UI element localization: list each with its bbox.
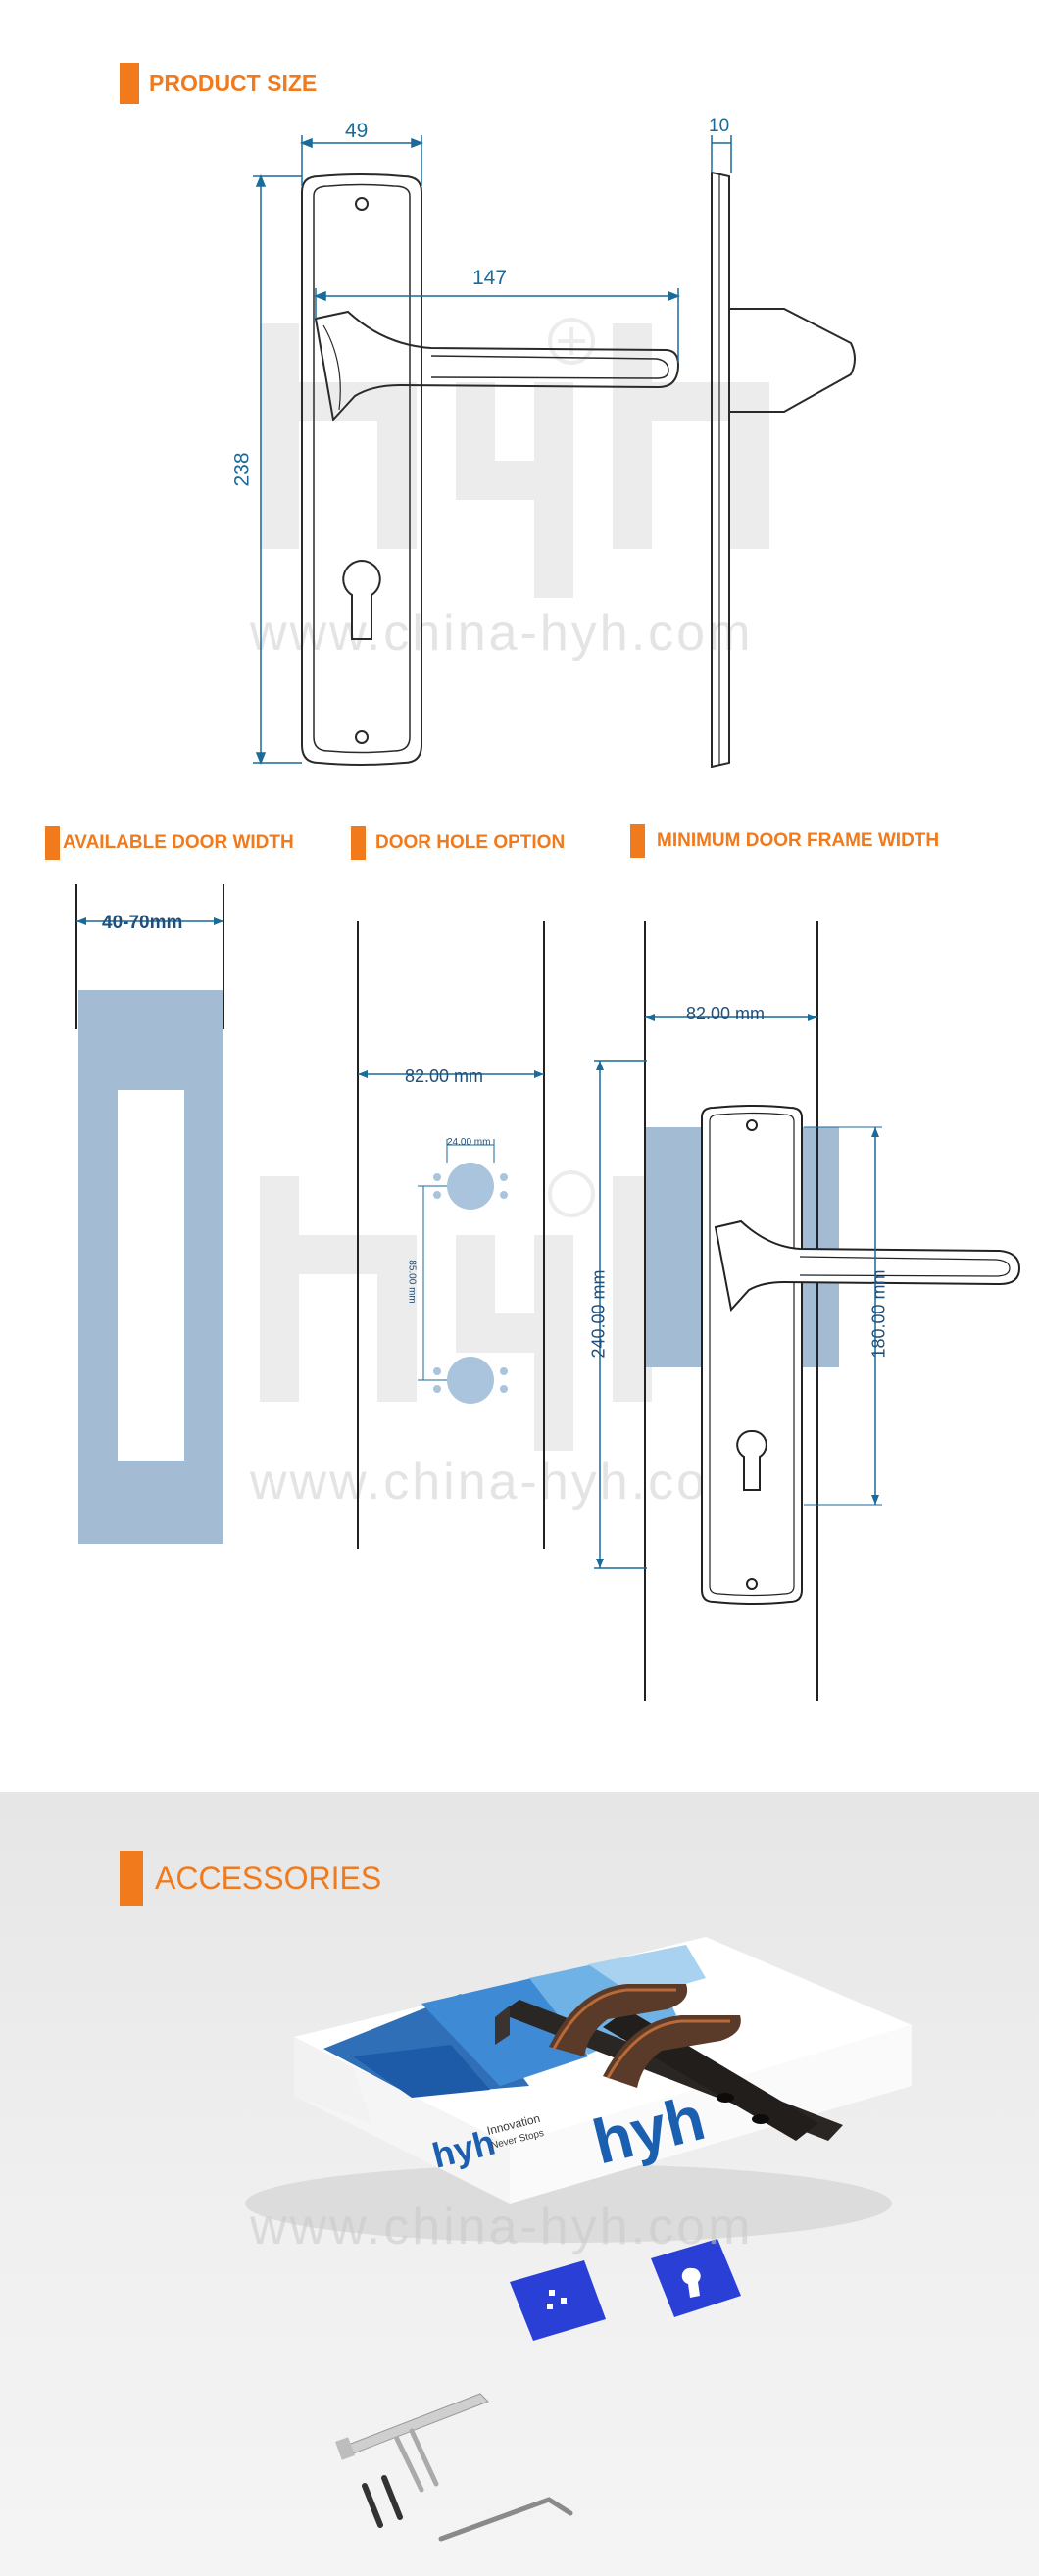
frame-cover: 180.00 mm <box>868 1269 889 1359</box>
section-title: PRODUCT SIZE <box>149 70 318 96</box>
accent-bar <box>45 826 60 860</box>
section-title: AVAILABLE DOOR WIDTH <box>63 832 294 853</box>
section-title: MINIMUM DOOR FRAME WIDTH <box>657 830 940 851</box>
accent-bar <box>351 826 366 860</box>
dimension-height: 238 <box>230 452 254 487</box>
accessories-illustration: hyh hyh Innovation Never Stops <box>245 1937 912 2542</box>
accessories-section: ACCESSORIES hyh hyh Innovation Never Sto… <box>0 1792 1039 2576</box>
handle-set <box>495 1984 843 2141</box>
section-header-door-width: AVAILABLE DOOR WIDTH <box>45 826 294 860</box>
door-diagrams <box>0 863 1039 1725</box>
accent-bar <box>630 824 645 858</box>
watermark-url: www.china-hyh.com <box>250 2199 754 2255</box>
section-header-product-size: PRODUCT SIZE <box>120 63 317 104</box>
watermark-url: www.china-hyh.com <box>250 605 754 662</box>
dimension-lever-length: 147 <box>472 267 508 289</box>
dimension-thickness: 10 <box>709 116 730 136</box>
door-hole-distance: 85.00 mm <box>406 1260 418 1304</box>
frame-spacing: 82.00 mm <box>686 1004 766 1023</box>
section-title: DOOR HOLE OPTION <box>375 832 566 853</box>
section-header-frame-width: MINIMUM DOOR FRAME WIDTH <box>630 824 939 858</box>
door-width-range: 40-70mm <box>102 913 183 933</box>
door-hole-spacing: 82.00 mm <box>405 1066 484 1086</box>
watermark-url: www.china-hyh.com <box>250 1454 754 1511</box>
accent-bar <box>120 1851 143 1906</box>
dimension-width: 49 <box>345 120 369 142</box>
product-size-drawing <box>0 0 1039 784</box>
section-title: ACCESSORIES <box>155 1859 382 1896</box>
section-header-door-hole: DOOR HOLE OPTION <box>351 826 565 860</box>
door-hole-diameter: 24.00 mm <box>447 1137 491 1148</box>
section-header-accessories: ACCESSORIES <box>120 1851 381 1906</box>
accent-bar <box>120 63 139 104</box>
frame-height: 240.00 mm <box>588 1269 609 1359</box>
